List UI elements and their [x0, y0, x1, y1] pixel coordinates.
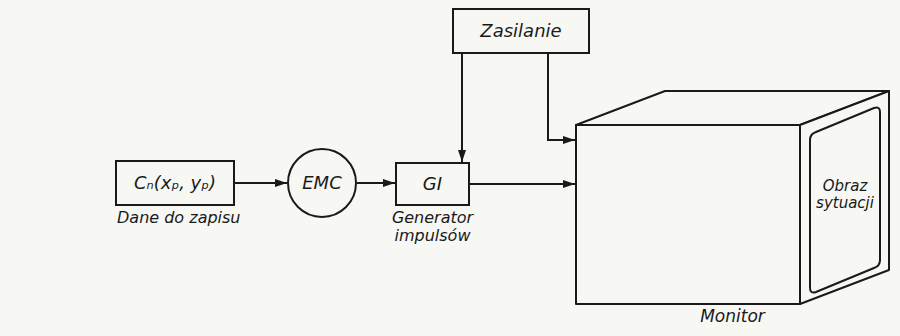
- circle-outline: [288, 149, 356, 217]
- node-caption: Monitor: [575, 307, 890, 327]
- monitor-front: [576, 125, 800, 304]
- node-label: Zasilanie: [480, 21, 561, 42]
- emc-circle: EMC: [287, 148, 357, 218]
- power-box: Zasilanie: [452, 8, 590, 54]
- node-label: Obraz sytuacji: [810, 178, 880, 213]
- monitor-side: [800, 91, 889, 304]
- data-box: Cₙ(xₚ, yₚ)Dane do zapisu: [115, 160, 235, 206]
- signal-arrow: [235, 182, 287, 184]
- monitor-screen: [810, 108, 880, 293]
- generator-box: GIGenerator impulsów: [395, 162, 470, 206]
- signal-arrow: [548, 54, 575, 140]
- node-caption: Dane do zapisu: [117, 209, 241, 227]
- node-label: GI: [423, 174, 442, 195]
- monitor-cube: Obraz sytuacjiMonitor: [575, 90, 890, 305]
- signal-arrow: [470, 183, 575, 185]
- node-label: EMC: [302, 173, 341, 194]
- signal-arrow: [461, 54, 463, 162]
- signal-arrow: [357, 182, 395, 184]
- node-label: Cₙ(xₚ, yₚ): [134, 173, 216, 194]
- node-caption: Generator impulsów: [373, 209, 493, 246]
